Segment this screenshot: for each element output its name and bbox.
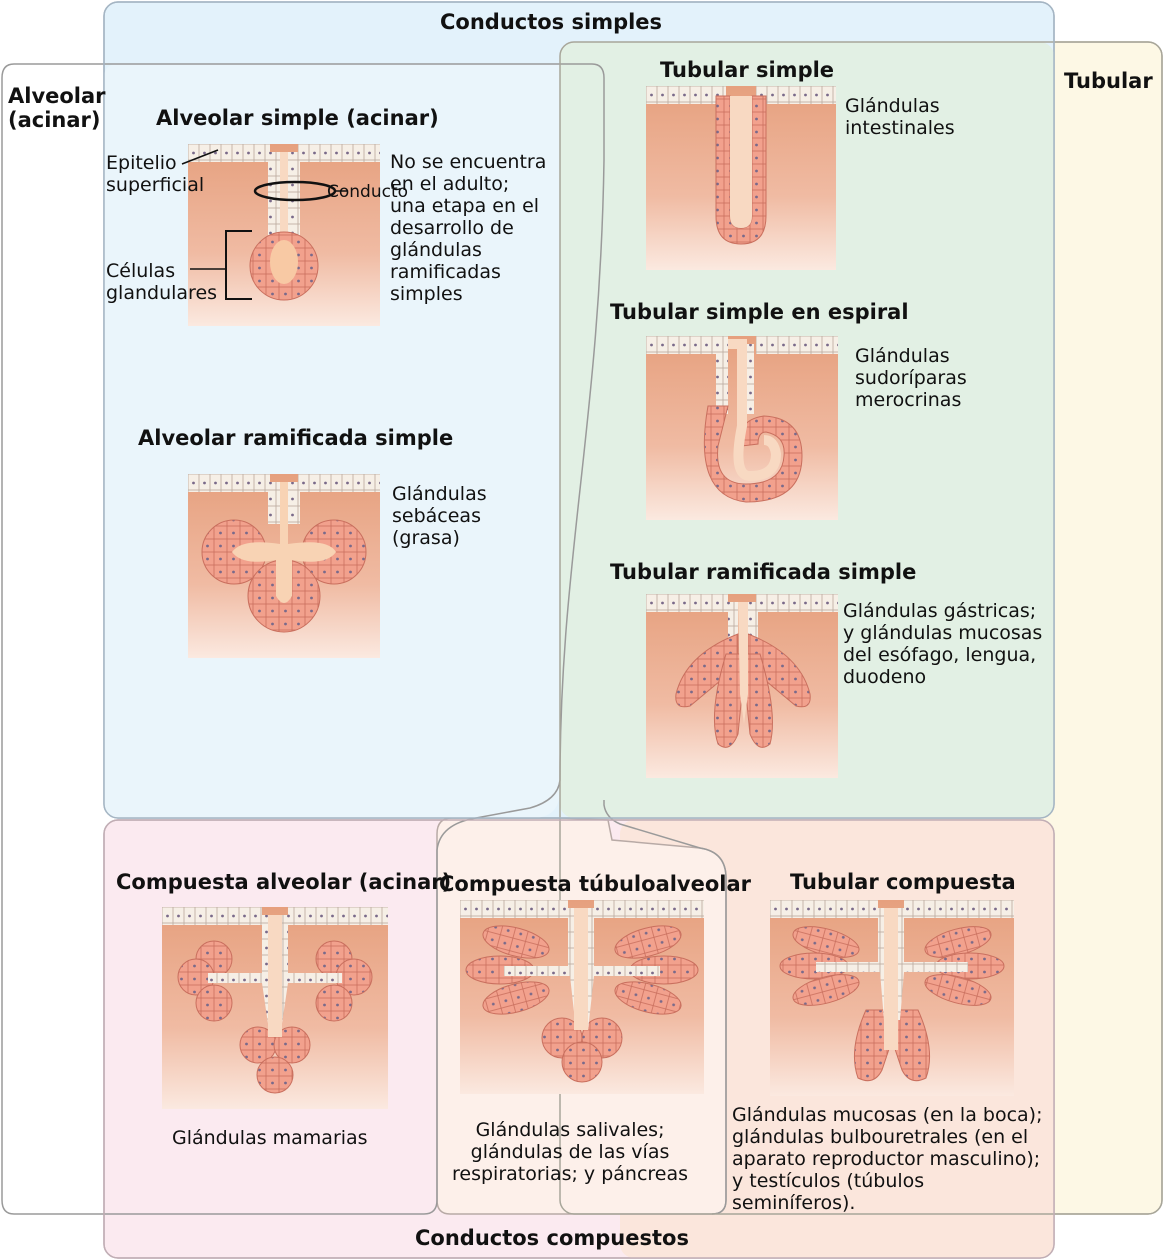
simple-coiled-tubular-desc: Glándulas sudoríparas merocrinas [855, 345, 967, 411]
simple-branched-tubular-illustration [646, 594, 838, 778]
simple-alveolar-desc: No se encuentra en el adulto; una etapa … [390, 151, 547, 305]
simple-tubular-illustration [646, 86, 836, 270]
simple-branched-tubular-title: Tubular ramificada simple [610, 560, 917, 584]
surface-epithelium-pointer [181, 149, 219, 165]
compound-alveolar-title: Compuesta alveolar (acinar) [116, 870, 452, 894]
simple-ducts-label: Conductos simples [440, 10, 663, 34]
surface-epithelium-label: Epitelio superficial [106, 152, 205, 196]
simple-coiled-tubular-illustration [646, 336, 838, 520]
tubular-label: Tubular [1064, 69, 1153, 93]
compound-ducts-label: Conductos compuestos [415, 1226, 689, 1250]
compound-tubuloalveolar-illustration [460, 900, 704, 1094]
alveolar-label: Alveolar (acinar) [8, 84, 106, 132]
simple-tubular-desc: Glándulas intestinales [845, 95, 955, 139]
gland-cells-label: Células glandulares [106, 260, 218, 304]
duct-ellipse-marker [253, 180, 348, 202]
compound-tubular-title: Tubular compuesta [790, 870, 1016, 894]
compound-tubuloalveolar-title: Compuesta túbuloalveolar [439, 872, 752, 896]
gland-cells-bracket [190, 230, 252, 300]
compound-tubuloalveolar-desc: Glándulas salivales; glándulas de las ví… [452, 1119, 689, 1185]
simple-branched-alveolar-desc: Glándulas sebáceas (grasa) [392, 483, 487, 549]
duct-label: Conducto [327, 182, 409, 202]
simple-branched-alveolar-title: Alveolar ramificada simple [138, 426, 454, 450]
compound-tubular-desc: Glándulas mucosas (en la boca); glándula… [732, 1104, 1043, 1214]
simple-branched-alveolar-illustration [188, 474, 380, 658]
simple-coiled-tubular-title: Tubular simple en espiral [610, 300, 909, 324]
simple-tubular-title: Tubular simple [660, 58, 835, 82]
simple-branched-tubular-desc: Glándulas gástricas; y glándulas mucosas… [843, 600, 1043, 688]
simple-alveolar-title: Alveolar simple (acinar) [156, 106, 439, 130]
compound-alveolar-desc: Glándulas mamarias [172, 1127, 368, 1149]
compound-alveolar-illustration [162, 907, 388, 1109]
compound-tubular-illustration [770, 900, 1014, 1096]
simple-alveolar-illustration [188, 144, 380, 326]
